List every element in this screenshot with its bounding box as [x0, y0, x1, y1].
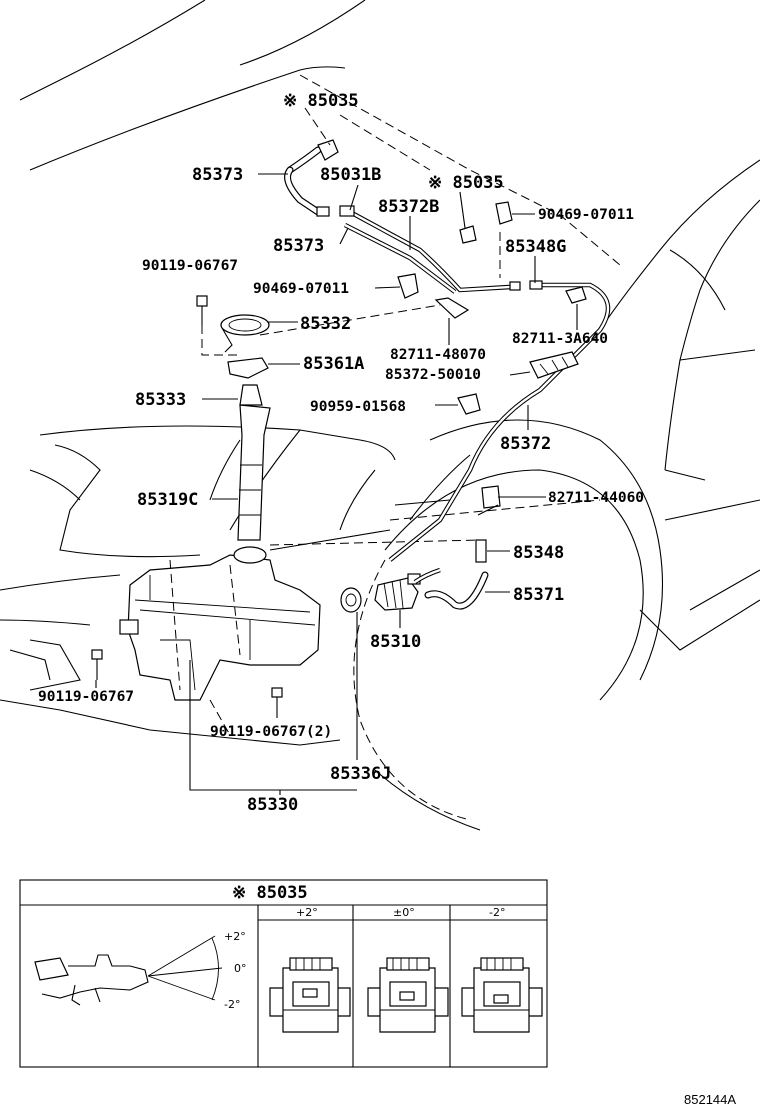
- figure-reference: 852144A: [684, 1092, 736, 1107]
- washer-hoses: [284, 146, 611, 610]
- callout-85361A: 85361A: [303, 354, 364, 374]
- inset-nozzle-adjustment: ※ 85035 +2° ±0° -2° +2° 0° -2°: [19, 879, 548, 1068]
- callout-90119-06767-left: 90119-06767: [38, 689, 134, 705]
- vehicle-body-outline: [0, 0, 760, 831]
- callout-85372: 85372: [500, 434, 551, 454]
- part-callouts: ※ 85035 85373 85031B ※ 85035 85372B 9046…: [38, 91, 644, 815]
- callout-85336J: 85336J: [330, 764, 391, 784]
- angle-label-plus2: +2°: [224, 930, 246, 943]
- callout-85348: 85348: [513, 543, 564, 563]
- callout-85333: 85333: [135, 390, 186, 410]
- callout-85348G: 85348G: [505, 237, 566, 257]
- callout-85035-mid: ※ 85035: [428, 173, 504, 193]
- callout-85373-lower: 85373: [273, 236, 324, 256]
- washer-tank: [119, 554, 321, 701]
- angle-label-zero: 0°: [234, 962, 247, 975]
- nozzle-view-minus2: [461, 957, 543, 1033]
- callout-85031B: 85031B: [320, 165, 381, 185]
- angle-label-minus2: -2°: [224, 998, 240, 1011]
- callout-85035-top: ※ 85035: [283, 91, 359, 111]
- bolt-icons: [91, 295, 283, 710]
- tank-cap: [220, 314, 270, 379]
- callout-82711-44060: 82711-44060: [548, 490, 644, 506]
- filler-neck: [233, 384, 271, 564]
- inset-column-minus2: -2°: [489, 906, 505, 919]
- inset-column-zero: ±0°: [393, 906, 415, 919]
- washer-pump: [340, 573, 421, 613]
- callout-90119-06767-top: 90119-06767: [142, 258, 238, 274]
- inset-title: ※ 85035: [232, 883, 308, 903]
- nozzle-view-plus2: [269, 957, 351, 1033]
- nozzle-side-view: +2° 0° -2°: [34, 930, 247, 1011]
- callout-82711-48070: 82711-48070: [390, 347, 486, 363]
- nozzle-view-zero: [367, 957, 449, 1033]
- callout-90469-07011-right: 90469-07011: [538, 207, 634, 223]
- clips-and-joints: [316, 139, 587, 563]
- callout-90119-06767-2: 90119-06767(2): [210, 724, 332, 740]
- callout-85330: 85330: [247, 795, 298, 815]
- callout-82711-3A640: 82711-3A640: [512, 331, 608, 347]
- callout-85372-50010: 85372-50010: [385, 367, 481, 383]
- inset-column-plus2: +2°: [296, 906, 318, 919]
- callout-90959-01568: 90959-01568: [310, 399, 406, 415]
- callout-85372B: 85372B: [378, 197, 439, 217]
- callout-85319C: 85319C: [137, 490, 198, 510]
- callout-85332: 85332: [300, 314, 351, 334]
- callout-85371: 85371: [513, 585, 564, 605]
- callout-85373-upper: 85373: [192, 165, 243, 185]
- callout-85310: 85310: [370, 632, 421, 652]
- callout-90469-07011-left: 90469-07011: [253, 281, 349, 297]
- leader-lines: [95, 107, 578, 795]
